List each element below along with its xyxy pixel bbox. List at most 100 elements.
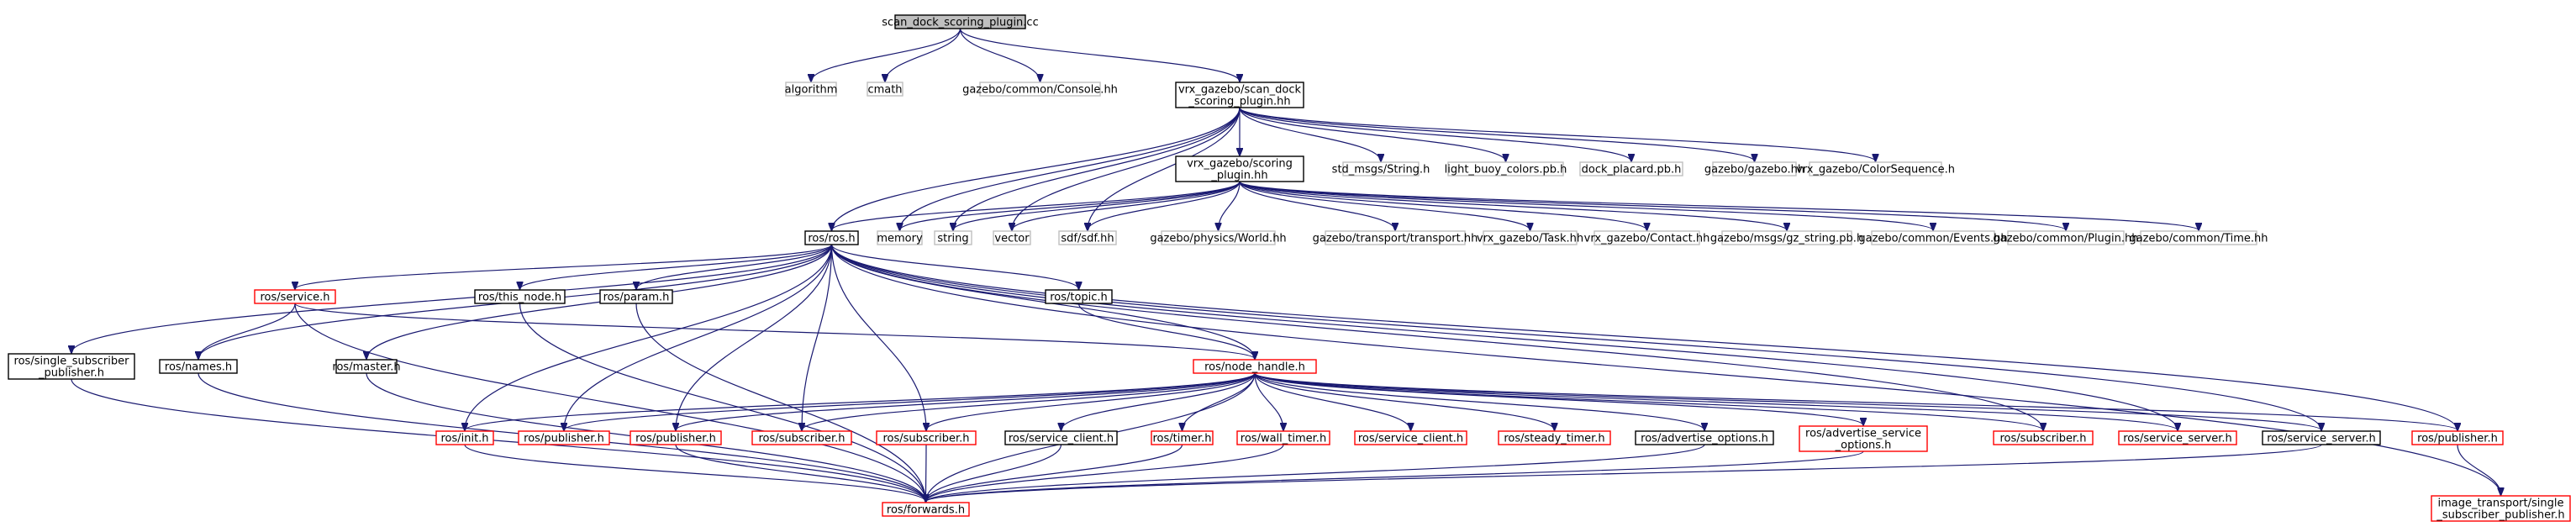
edge-rosh-to-imgtransport xyxy=(830,244,2501,495)
node-label: sdf/sdf.hh xyxy=(1061,233,1114,245)
node-label: ros/topic.h xyxy=(1050,292,1108,304)
node-advsvcopts[interactable]: ros/advertise_service_options.h xyxy=(1799,425,1928,452)
node-label: ros/service_server.h xyxy=(2267,433,2376,445)
edge-sdsp-to-memory xyxy=(900,107,1241,230)
node-nodehandle[interactable]: ros/node_handle.h xyxy=(1193,359,1317,374)
node-label: ros/names.h xyxy=(165,361,232,374)
edge-scoring-to-vector xyxy=(1012,181,1241,230)
edge-nodehandle-to-walltimer xyxy=(1254,372,1283,430)
node-sdsp[interactable]: vrx_gazebo/scan_dock_scoring_plugin.hh xyxy=(1175,82,1304,108)
edge-sdsp-to-stdstring xyxy=(1239,107,1381,161)
node-lightbuoy: light_buoy_colors.pb.h xyxy=(1445,161,1567,176)
node-box xyxy=(1579,161,1683,176)
node-box xyxy=(979,82,1101,97)
node-label: ros/param.h xyxy=(603,292,670,304)
node-timer[interactable]: ros/timer.h xyxy=(1151,430,1214,445)
node-label: gazebo/common/Time.hh xyxy=(2129,233,2268,245)
node-label: vrx_gazebo/Contact.hh xyxy=(1584,233,1710,245)
node-scoring[interactable]: vrx_gazebo/scoring_plugin.hh xyxy=(1175,155,1304,182)
node-sub2[interactable]: ros/subscriber.h xyxy=(876,430,977,445)
node-events: gazebo/common/Events.hh xyxy=(1858,230,2008,245)
node-stdstring: std_msgs/String.h xyxy=(1332,161,1430,176)
edge-nodehandle-to-sub2 xyxy=(926,372,1256,430)
node-walltimer[interactable]: ros/wall_timer.h xyxy=(1236,430,1330,445)
node-label: memory xyxy=(877,233,923,245)
node-init[interactable]: ros/init.h xyxy=(435,430,494,445)
node-box xyxy=(804,230,859,245)
edge-scoring-to-events xyxy=(1239,181,1933,230)
edge-sdsp-to-colorseq xyxy=(1239,107,1876,161)
edge-sdsp-to-dockplacard xyxy=(1239,107,1631,161)
edge-pub2-to-forwards xyxy=(675,444,926,502)
node-imgtransport[interactable]: image_transport/single_subscriber_publis… xyxy=(2431,495,2571,522)
node-label: gazebo/gazebo.hh xyxy=(1704,164,1804,176)
edge-scoring-to-contact xyxy=(1239,181,1647,230)
node-plugin: gazebo/common/Plugin.hh xyxy=(1993,230,2139,245)
edge-scoring-to-sdf xyxy=(1088,181,1241,230)
node-sub3[interactable]: ros/subscriber.h xyxy=(1993,430,2094,445)
node-label: ros/publisher.h xyxy=(524,433,604,445)
node-gzstring: gazebo/msgs/gz_string.pb.h xyxy=(1710,230,1863,245)
edge-nodehandle-to-init xyxy=(465,372,1256,430)
node-thisnode[interactable]: ros/this_node.h xyxy=(474,289,566,304)
node-names[interactable]: ros/names.h xyxy=(159,359,238,374)
edge-rosh-to-master xyxy=(366,244,833,359)
node-service[interactable]: ros/service.h xyxy=(254,289,336,304)
node-time: gazebo/common/Time.hh xyxy=(2129,230,2268,245)
node-box xyxy=(1058,230,1117,245)
node-label: _subscriber_publisher.h xyxy=(2436,509,2564,522)
node-contact: vrx_gazebo/Contact.hh xyxy=(1584,230,1710,245)
node-svcclient1[interactable]: ros/service_client.h xyxy=(1004,430,1118,445)
node-task: vrx_gazebo/Task.hh xyxy=(1477,230,1583,245)
edge-scoring-to-gzstring xyxy=(1239,181,1787,230)
node-label: dock_placard.pb.h xyxy=(1582,164,1682,176)
node-box xyxy=(1175,155,1304,182)
edge-rosh-to-singlesub xyxy=(71,244,833,353)
node-master[interactable]: ros/master.h xyxy=(332,359,401,374)
node-box xyxy=(1594,230,1700,245)
edge-sdsp-to-rosh xyxy=(832,107,1241,230)
node-label: ros/wall_timer.h xyxy=(1241,433,1326,445)
edge-nodehandle-to-svcserver1 xyxy=(1254,372,2178,430)
node-root[interactable]: scan_dock_scoring_plugin.cc xyxy=(882,14,1039,29)
edge-root-to-sdsp xyxy=(959,28,1241,82)
node-box xyxy=(1354,430,1467,445)
node-transport: gazebo/transport/transport.hh xyxy=(1313,230,1478,245)
node-label: ros/publisher.h xyxy=(2417,433,2498,445)
node-forwards[interactable]: ros/forwards.h xyxy=(882,502,970,517)
node-box xyxy=(1635,430,1774,445)
node-box xyxy=(1498,430,1611,445)
edge-timer-to-forwards xyxy=(926,444,1183,502)
node-steadytimer[interactable]: ros/steady_timer.h xyxy=(1498,430,1611,445)
node-console: gazebo/common/Console.hh xyxy=(962,82,1118,97)
node-cmath: cmath xyxy=(867,82,903,97)
node-singlesub[interactable]: ros/single_subscriber_publisher.h xyxy=(8,353,135,380)
node-box xyxy=(1809,161,1942,176)
edge-rosh-to-topic xyxy=(830,244,1079,289)
edge-root-to-console xyxy=(959,28,1040,82)
edge-nodehandle-to-svcclient1 xyxy=(1061,372,1256,430)
edge-rosh-to-thisnode xyxy=(520,244,833,289)
node-label: ros/service_server.h xyxy=(2123,433,2232,445)
edge-nodehandle-to-sub1 xyxy=(802,372,1256,430)
node-pub2[interactable]: ros/publisher.h xyxy=(630,430,722,445)
node-param[interactable]: ros/param.h xyxy=(599,289,673,304)
node-label: vrx_gazebo/scan_dock xyxy=(1178,84,1301,97)
node-topic[interactable]: ros/topic.h xyxy=(1045,289,1113,304)
node-rosh[interactable]: ros/ros.h xyxy=(804,230,859,245)
node-gazebohh: gazebo/gazebo.hh xyxy=(1704,161,1804,176)
node-pub1[interactable]: ros/publisher.h xyxy=(518,430,610,445)
node-box xyxy=(1447,161,1564,176)
node-label: vrx_gazebo/Task.hh xyxy=(1477,233,1583,245)
node-svcserver2[interactable]: ros/service_server.h xyxy=(2262,430,2381,445)
node-svcclient2[interactable]: ros/service_client.h xyxy=(1354,430,1467,445)
node-pub3[interactable]: ros/publisher.h xyxy=(2411,430,2504,445)
node-box xyxy=(785,82,837,97)
node-svcserver1[interactable]: ros/service_server.h xyxy=(2118,430,2237,445)
node-sub1[interactable]: ros/subscriber.h xyxy=(751,430,852,445)
node-label: image_transport/single xyxy=(2438,498,2564,510)
edge-scoring-to-plugin xyxy=(1239,181,2066,230)
node-label: gazebo/transport/transport.hh xyxy=(1313,233,1478,245)
node-advopts[interactable]: ros/advertise_options.h xyxy=(1635,430,1774,445)
node-vector: vector xyxy=(993,230,1031,245)
